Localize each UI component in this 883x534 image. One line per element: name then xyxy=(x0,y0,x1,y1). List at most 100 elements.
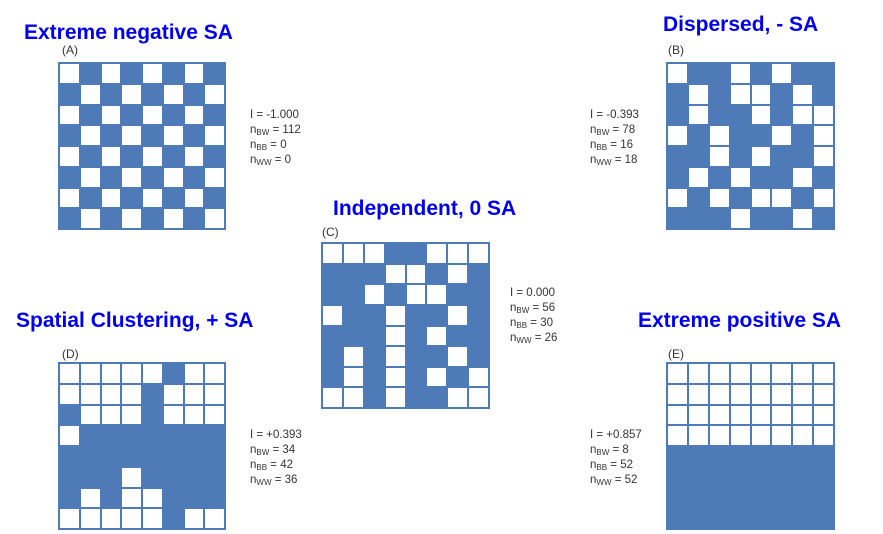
grid-cell-black xyxy=(322,346,343,367)
panel-a-nbw: nBW = 112 xyxy=(250,124,301,137)
grid-cell-white xyxy=(426,243,448,264)
panel-d-nbw: nBW = 34 xyxy=(250,444,296,457)
grid-cell-white xyxy=(405,284,427,305)
grid-cell-black xyxy=(121,425,142,446)
grid-cell-black xyxy=(142,208,163,229)
grid-cell-white xyxy=(687,425,709,446)
grid-cell-black xyxy=(183,166,205,188)
grid-cell-black xyxy=(342,304,364,326)
grid-cell-black xyxy=(183,466,205,488)
grid-cell-black xyxy=(813,446,834,467)
grid-cell-white xyxy=(447,263,469,285)
panel-e-stats: I = +0.857 nBW = 8 nBB = 52 nWW = 52 xyxy=(590,428,642,488)
grid-cell-black xyxy=(342,284,364,305)
grid-cell-white xyxy=(121,383,142,405)
grid-cell-black xyxy=(426,346,448,367)
grid-cell-black xyxy=(59,166,80,188)
panel-b-nbw: nBW = 78 xyxy=(590,124,636,137)
grid-cell-white xyxy=(121,404,142,426)
panel-a-grid xyxy=(58,62,226,230)
grid-cell-black xyxy=(667,104,688,126)
grid-cell-black xyxy=(667,83,688,105)
grid-cell-black xyxy=(142,446,163,467)
grid-cell-white xyxy=(750,404,772,426)
grid-cell-white xyxy=(771,125,793,146)
grid-cell-black xyxy=(384,243,406,264)
grid-cell-white xyxy=(162,404,184,426)
grid-cell-white xyxy=(813,425,834,446)
grid-cell-black xyxy=(750,208,772,229)
grid-cell-black xyxy=(687,63,709,84)
grid-cell-black xyxy=(708,208,730,229)
grid-cell-black xyxy=(100,208,122,229)
grid-cell-black xyxy=(121,63,142,84)
grid-cell-white xyxy=(750,363,772,384)
grid-cell-black xyxy=(183,83,205,105)
grid-cell-black xyxy=(771,446,793,467)
grid-cell-white xyxy=(792,208,814,229)
grid-cell-black xyxy=(447,325,469,347)
grid-cell-white xyxy=(468,387,489,408)
grid-cell-white xyxy=(142,363,163,384)
grid-cell-white xyxy=(79,383,101,405)
grid-cell-black xyxy=(792,508,814,529)
panel-b-nbb: nBB = 16 xyxy=(590,139,633,152)
grid-cell-white xyxy=(59,104,80,126)
grid-cell-white xyxy=(183,146,205,167)
grid-cell-white xyxy=(447,387,469,408)
grid-cell-white xyxy=(729,208,751,229)
grid-cell-black xyxy=(729,104,751,126)
grid-cell-black xyxy=(405,366,427,388)
grid-cell-black xyxy=(667,146,688,167)
grid-cell-white xyxy=(183,363,205,384)
grid-cell-black xyxy=(183,208,205,229)
panel-d-grid xyxy=(58,362,226,530)
grid-cell-black xyxy=(363,346,385,367)
grid-cell-black xyxy=(100,446,122,467)
grid-cell-white xyxy=(750,187,772,209)
grid-cell-black xyxy=(342,325,364,347)
grid-cell-white xyxy=(729,83,751,105)
grid-cell-black xyxy=(162,466,184,488)
grid-cell-white xyxy=(100,404,122,426)
grid-cell-black xyxy=(322,366,343,388)
grid-cell-white xyxy=(204,208,225,229)
grid-cell-white xyxy=(426,325,448,347)
grid-cell-black xyxy=(468,284,489,305)
grid-cell-black xyxy=(687,146,709,167)
grid-cell-white xyxy=(405,263,427,285)
grid-cell-white xyxy=(792,166,814,188)
grid-cell-black xyxy=(162,487,184,509)
grid-cell-white xyxy=(750,146,772,167)
grid-cell-white xyxy=(750,383,772,405)
grid-cell-white xyxy=(183,63,205,84)
grid-cell-black xyxy=(813,208,834,229)
grid-cell-black xyxy=(687,446,709,467)
grid-cell-black xyxy=(813,63,834,84)
grid-cell-white xyxy=(729,425,751,446)
panel-a-title: Extreme negative SA xyxy=(24,21,233,44)
grid-cell-white xyxy=(79,363,101,384)
grid-cell-white xyxy=(813,187,834,209)
grid-cell-white xyxy=(322,304,343,326)
grid-cell-white xyxy=(729,383,751,405)
grid-cell-black xyxy=(667,466,688,488)
grid-cell-black xyxy=(729,508,751,529)
grid-cell-black xyxy=(405,325,427,347)
grid-cell-white xyxy=(384,346,406,367)
grid-cell-white xyxy=(813,363,834,384)
grid-cell-white xyxy=(204,166,225,188)
grid-cell-black xyxy=(363,263,385,285)
grid-cell-white xyxy=(708,425,730,446)
grid-cell-black xyxy=(162,63,184,84)
grid-cell-white xyxy=(384,263,406,285)
grid-cell-white xyxy=(426,366,448,388)
grid-cell-white xyxy=(384,304,406,326)
panel-a-nbb: nBB = 0 xyxy=(250,139,287,152)
grid-cell-black xyxy=(729,125,751,146)
grid-cell-white xyxy=(183,508,205,529)
grid-cell-white xyxy=(687,166,709,188)
grid-cell-white xyxy=(59,363,80,384)
grid-cell-black xyxy=(771,146,793,167)
grid-cell-black xyxy=(750,508,772,529)
